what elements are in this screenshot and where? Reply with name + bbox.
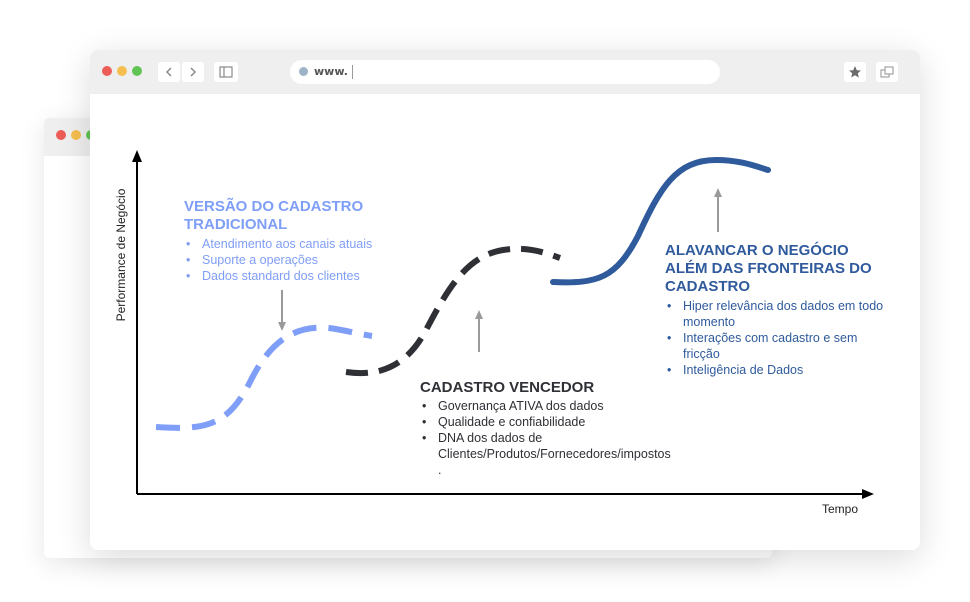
sidebar-toggle-button[interactable] [214, 62, 238, 82]
y-axis-arrowhead [132, 150, 142, 162]
chevron-left-icon [165, 67, 172, 77]
globe-icon [299, 67, 308, 76]
vencedor-curve [345, 245, 562, 377]
list-item: DNA dos dados de [420, 430, 604, 446]
list-item-line: Interações com cadastro e sem [683, 331, 858, 345]
list-item: Governança ATIVA dos dados [420, 398, 604, 414]
traditional-title-line2: TRADICIONAL [184, 216, 288, 233]
chevron-right-icon [190, 67, 197, 77]
traditional-curve [155, 324, 373, 431]
traditional-bullet-list: Atendimento aos canais atuais Suporte a … [184, 236, 372, 284]
address-url: www. [314, 65, 348, 78]
alavancar-curve [550, 156, 771, 286]
close-dot-icon[interactable] [56, 130, 66, 140]
star-icon [849, 66, 861, 78]
window-button[interactable] [876, 62, 898, 82]
list-item-line: Inteligência de Dados [683, 363, 804, 377]
list-item: Hiper relevância dos dados em todo momen… [665, 298, 883, 330]
x-axis-arrowhead [862, 489, 874, 499]
minimize-dot-icon[interactable] [71, 130, 81, 140]
list-item: Qualidade e confiabilidade [420, 414, 604, 430]
x-axis-label: Tempo [822, 502, 859, 516]
sidebar-icon [219, 66, 233, 78]
back-button[interactable] [158, 62, 180, 82]
list-item: Interações com cadastro e sem fricção [665, 330, 883, 362]
vencedor-trailing-mark: . [438, 463, 442, 477]
list-item-line: fricção [683, 347, 720, 361]
windows-icon [880, 66, 894, 78]
alavancar-bullet-list: Hiper relevância dos dados em todo momen… [665, 298, 883, 378]
vencedor-bullet-list: Governança ATIVA dos dados Qualidade e c… [420, 398, 604, 446]
alavancar-title-line2: ALÉM DAS FRONTEIRAS DO [665, 260, 872, 277]
list-item: Suporte a operações [184, 252, 372, 268]
traditional-title-line1: VERSÃO DO CADASTRO [184, 198, 364, 215]
list-item-line: momento [683, 315, 736, 329]
maximize-dot-icon[interactable] [132, 66, 142, 76]
alavancar-pointer-arrowhead [714, 188, 722, 197]
address-bar[interactable]: www. [290, 60, 720, 84]
list-item: Atendimento aos canais atuais [184, 236, 372, 252]
alavancar-title-line3: CADASTRO [665, 278, 750, 295]
close-dot-icon[interactable] [102, 66, 112, 76]
vencedor-title: CADASTRO VENCEDOR [420, 379, 595, 396]
bookmark-button[interactable] [844, 62, 866, 82]
vencedor-bullet-continuation: Clientes/Produtos/Fornecedores/impostos [438, 447, 671, 461]
vencedor-pointer-arrowhead [475, 310, 483, 319]
alavancar-title-line1: ALAVANCAR O NEGÓCIO [665, 242, 849, 259]
browser-toolbar: www. [90, 50, 920, 94]
list-item: Inteligência de Dados [665, 362, 883, 378]
forward-button[interactable] [182, 62, 204, 82]
minimize-dot-icon[interactable] [117, 66, 127, 76]
traditional-pointer-arrowhead [278, 322, 286, 331]
list-item-line: Hiper relevância dos dados em todo [683, 299, 884, 313]
text-caret [352, 65, 353, 79]
y-axis-label: Performance de Negócio [114, 188, 128, 322]
list-item: Dados standard dos clientes [184, 268, 372, 284]
